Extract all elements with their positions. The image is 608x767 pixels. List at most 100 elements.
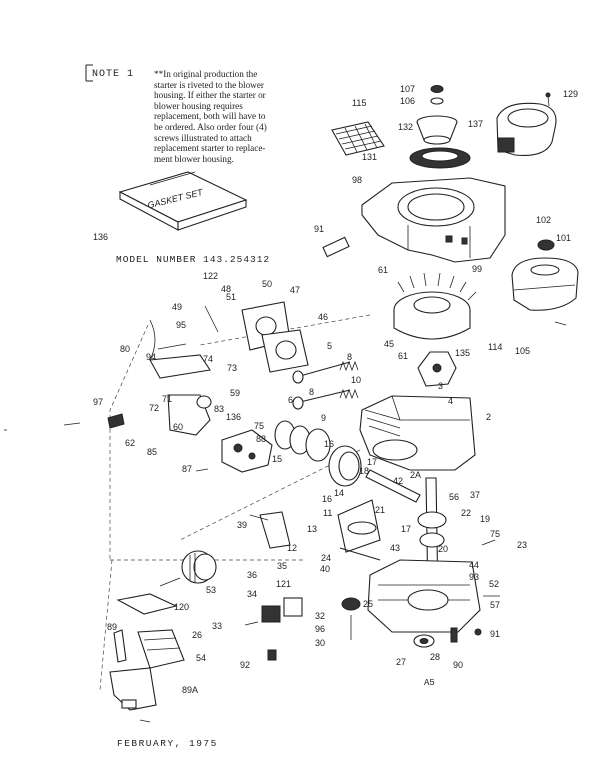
callout-20: 20	[438, 544, 448, 554]
callout-135: 135	[455, 348, 470, 358]
breather-assembly	[261, 597, 303, 661]
model-number: MODEL NUMBER 143.254312	[116, 254, 271, 265]
callout-36: 36	[247, 570, 257, 580]
note-line: ment blower housing.	[154, 153, 234, 164]
callout-21: 21	[375, 505, 385, 515]
drain-plug	[450, 627, 482, 643]
callout-22: 22	[461, 508, 471, 518]
callout-16: 16	[322, 494, 332, 504]
callout-42: 42	[393, 476, 403, 486]
callout-13: 13	[307, 524, 317, 534]
callout-51: 51	[226, 292, 236, 302]
carburetor-assembly	[221, 420, 331, 473]
callout-72: 72	[149, 403, 159, 413]
callout-56: 56	[449, 492, 459, 502]
throttle-linkage-plate	[149, 319, 211, 379]
callout-3: 3	[438, 381, 443, 391]
callout-89: 89	[107, 622, 117, 632]
callout-49: 49	[172, 302, 182, 312]
callout-32: 32	[315, 611, 325, 621]
callout-8: 8	[347, 352, 352, 362]
cylinder-block	[359, 395, 476, 471]
callout-50: 50	[262, 279, 272, 289]
callout-92: 92	[240, 660, 250, 670]
callout-54: 54	[196, 653, 206, 663]
callout-121: 121	[276, 579, 291, 589]
callout-105: 105	[515, 346, 530, 356]
callout-99: 99	[472, 264, 482, 274]
callout-62: 62	[125, 438, 135, 448]
callout-136: 136	[226, 412, 241, 422]
leader-line	[99, 559, 113, 691]
callout-137: 137	[468, 119, 483, 129]
callout-30: 30	[315, 638, 325, 648]
air-filter-element	[181, 550, 217, 584]
callout-107: 107	[400, 84, 415, 94]
callout-88: 88	[256, 434, 266, 444]
callout-106: 106	[400, 96, 415, 106]
note-line: housing. If either the starter or	[154, 90, 266, 101]
callout-24: 24	[321, 553, 331, 563]
callout-61: 61	[378, 265, 388, 275]
callout-96: 96	[315, 624, 325, 634]
callout-8: 8	[309, 387, 314, 397]
callout-52: 52	[489, 579, 499, 589]
callout-73: 73	[227, 363, 237, 373]
callout-91: 91	[490, 629, 500, 639]
governor-gear	[341, 597, 361, 640]
callout-27: 27	[396, 657, 406, 667]
callout-53: 53	[206, 585, 216, 595]
callout-91: 91	[314, 224, 324, 234]
callout-17: 17	[367, 457, 377, 467]
crankcase-cover	[367, 559, 481, 633]
callout-114: 114	[488, 342, 502, 352]
callout-80: 80	[120, 344, 130, 354]
intake-elbow	[167, 394, 212, 436]
callout-33: 33	[212, 621, 222, 631]
callout-90: 90	[453, 660, 463, 670]
callout-34: 34	[247, 589, 257, 599]
callout-75: 75	[254, 421, 264, 431]
callout-122: 122	[203, 271, 218, 281]
blower-housing	[361, 177, 506, 263]
grass-screen	[331, 121, 385, 156]
camshaft	[337, 499, 381, 561]
ignition-module	[417, 351, 457, 387]
callout-25: 25	[363, 599, 373, 609]
callout-46: 46	[318, 312, 328, 322]
callout-17: 17	[401, 524, 411, 534]
callout-48: 48	[221, 284, 231, 294]
callout-16: 16	[324, 439, 334, 449]
callout-57: 57	[490, 600, 500, 610]
callout-37: 37	[470, 490, 480, 500]
callout-94: 94	[146, 352, 156, 362]
callout-74: 74	[203, 354, 213, 364]
starter-ring-gear	[409, 147, 471, 169]
callout-14: 14	[334, 488, 344, 498]
callout-12: 12	[287, 543, 297, 553]
callout-28: 28	[430, 652, 440, 662]
callout-102: 102	[536, 215, 551, 225]
note-text: **In original production the starter is …	[154, 69, 304, 164]
callout-95: 95	[176, 320, 186, 330]
callout-45: 45	[384, 339, 394, 349]
note-line: replacement, both will have to	[154, 111, 266, 122]
intake-gasket-plate	[241, 301, 309, 373]
air-cleaner	[511, 239, 579, 311]
callout-101: 101	[556, 233, 571, 243]
callout-5: 5	[327, 341, 332, 351]
note-line: **In original production the	[154, 69, 258, 79]
valve-assembly	[292, 360, 359, 410]
callout-131: 131	[362, 152, 377, 162]
callout-61: 61	[398, 351, 408, 361]
rewind-starter	[496, 92, 557, 157]
footer-date: FEBRUARY, 1975	[117, 738, 218, 749]
callout-83: 83	[214, 404, 224, 414]
callout-26: 26	[192, 630, 202, 640]
callout-85: 85	[147, 447, 157, 457]
housing-pin	[322, 236, 350, 258]
callout-60: 60	[173, 422, 183, 432]
callout-132: 132	[398, 122, 413, 132]
callout-115: 115	[352, 98, 366, 108]
